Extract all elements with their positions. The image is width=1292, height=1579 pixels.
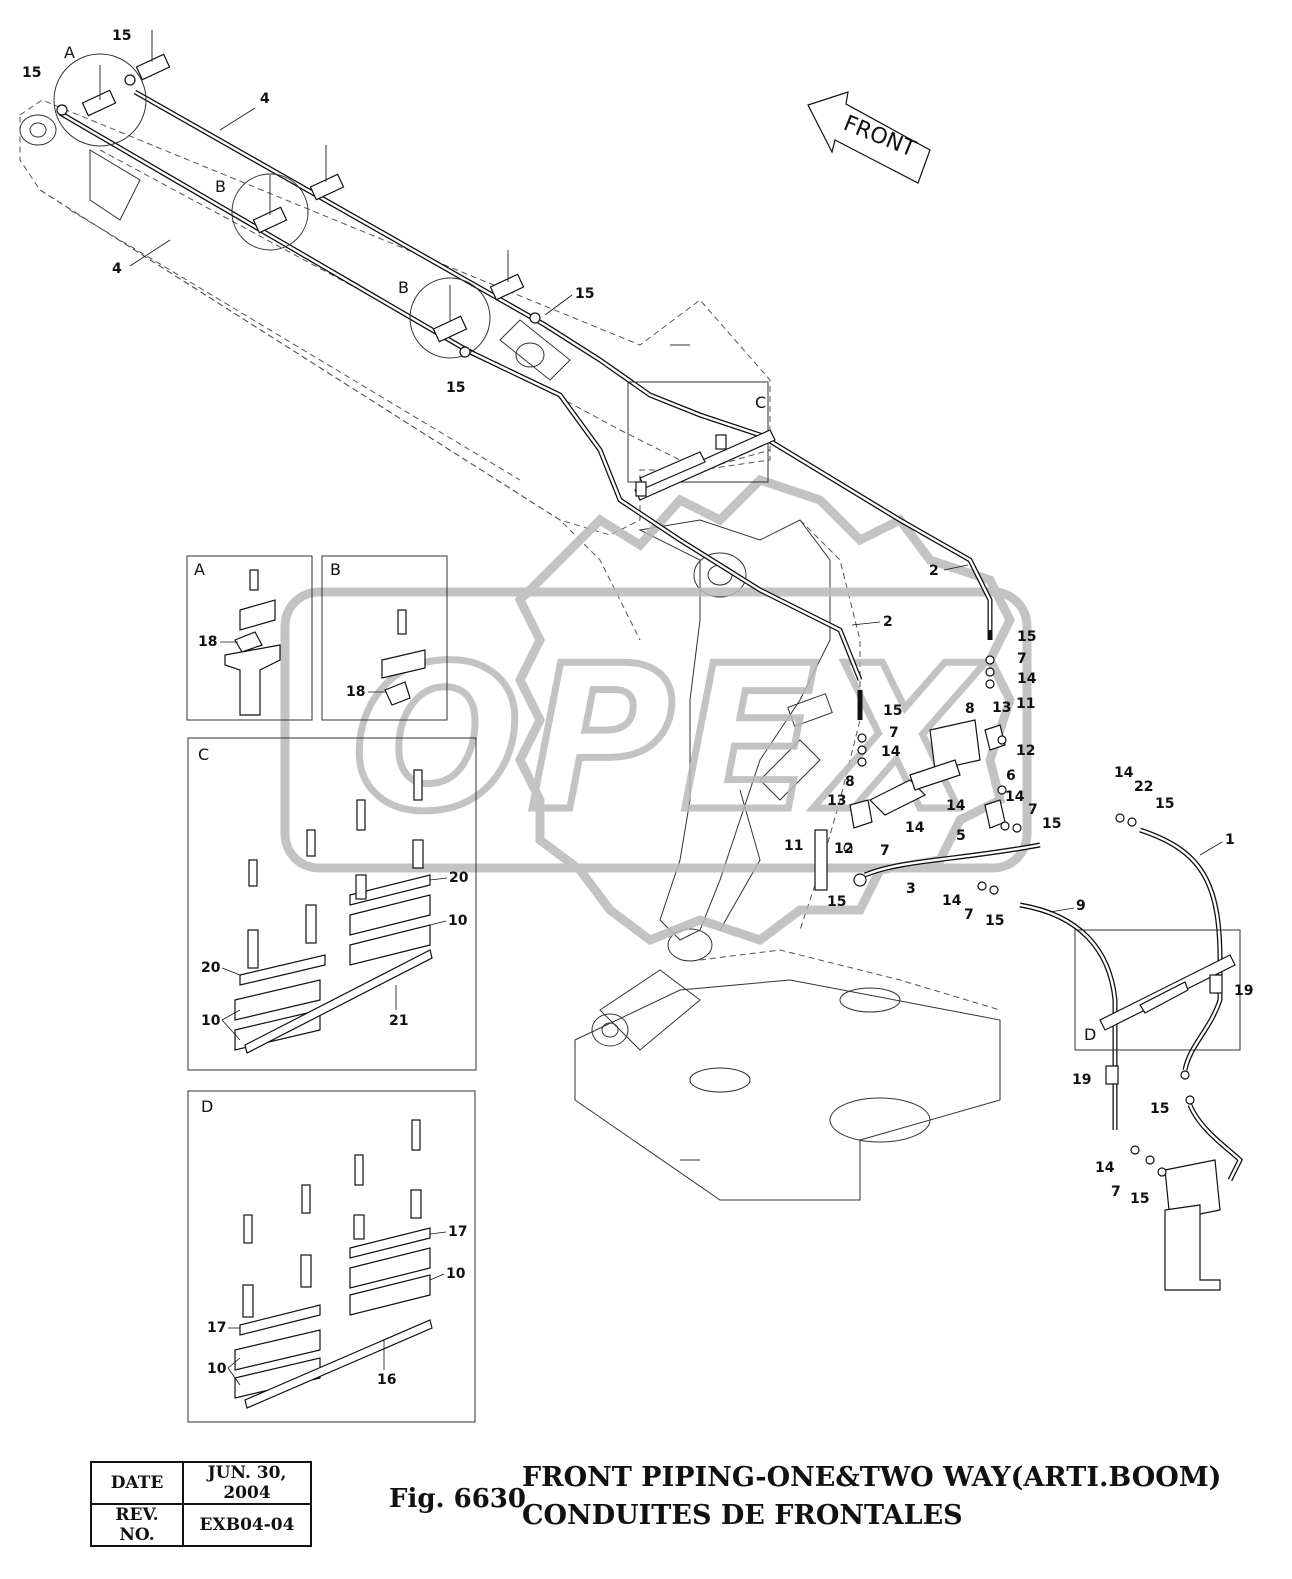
callout-15: 15 [1150,1101,1169,1117]
callout-21: 21 [389,1013,408,1029]
callout-7: 7 [1017,651,1027,667]
watermark-logo: OPEX [280,474,1032,946]
valve-blocks [814,655,1221,1291]
callout-7: 7 [1111,1184,1121,1200]
hoses [857,630,1244,1182]
inset-frames [186,555,477,1423]
watermark-text: OPEX [352,623,986,856]
table-row: REV. NO. EXB04-04 [90,1503,312,1547]
inset-letter-a: A [194,560,205,579]
callout-10: 10 [448,913,468,929]
inset-b-parts [381,609,426,706]
detail-letter: C [755,393,766,412]
inset-a-parts [224,569,281,716]
callouts: 15 15 4 4 15 15 2 2 15 7 14 11 13 8 12 6… [22,28,1253,1388]
callout-13: 13 [992,700,1011,716]
callout-22: 22 [1134,779,1153,795]
callout-15: 15 [1017,629,1036,645]
callout-18: 18 [346,684,365,700]
callout-9: 9 [1076,898,1086,914]
inset-letters: A B C D [194,560,341,1116]
callout-1: 1 [1225,832,1235,848]
callout-14: 14 [1017,671,1037,687]
callout-7: 7 [880,843,890,859]
callout-15: 15 [112,28,131,44]
callout-10: 10 [201,1013,221,1029]
callout-10: 10 [207,1361,227,1377]
callout-15: 15 [883,703,902,719]
callout-12: 12 [834,841,853,857]
callout-14: 14 [905,820,925,836]
inset-c-parts [234,769,433,1054]
callout-19: 19 [1234,983,1253,999]
detail-letter: A [64,43,75,62]
callout-7: 7 [889,725,899,741]
callout-14: 14 [881,744,901,760]
inset-letter-c: C [198,745,209,764]
callout-12: 12 [1016,743,1035,759]
callout-8: 8 [845,774,855,790]
callout-15: 15 [1155,796,1174,812]
date-label: DATE [90,1461,184,1505]
inset-d-parts [234,1119,433,1409]
figure-number: Fig. 6630 [389,1484,526,1514]
callout-15: 15 [575,286,594,302]
detail-letter: B [398,278,409,297]
callout-14: 14 [942,893,962,909]
table-row: DATE JUN. 30, 2004 [90,1461,312,1505]
callout-4: 4 [112,261,122,277]
callout-20: 20 [201,960,221,976]
callout-15: 15 [1042,816,1061,832]
callout-16: 16 [377,1372,396,1388]
callout-17: 17 [448,1224,467,1240]
inset-letter-d: D [201,1097,213,1116]
callout-2: 2 [929,563,939,579]
callout-11: 11 [784,838,803,854]
figure-title: FRONT PIPING-ONE&TWO WAY(ARTI.BOOM) [522,1462,1222,1493]
callout-7: 7 [964,907,974,923]
callout-14: 14 [946,798,966,814]
callout-15: 15 [827,894,846,910]
callout-15: 15 [22,65,41,81]
callout-6: 6 [1006,768,1016,784]
rev-value: EXB04-04 [182,1503,312,1547]
upper-pipes [58,89,993,681]
callout-18: 18 [198,634,217,650]
callout-15: 15 [1130,1191,1149,1207]
detail-letter: B [215,177,226,196]
callout-10: 10 [446,1266,466,1282]
callout-14: 14 [1005,789,1025,805]
callout-17: 17 [207,1320,226,1336]
callout-19: 19 [1072,1072,1091,1088]
front-arrow: FRONT [807,91,931,184]
inset-letter-b: B [330,560,341,579]
revision-table: DATE JUN. 30, 2004 REV. NO. EXB04-04 [90,1461,312,1547]
callout-15: 15 [446,380,465,396]
rev-label: REV. NO. [90,1503,184,1547]
detail-letter: D [1084,1025,1096,1044]
callout-4: 4 [260,91,270,107]
detail-letters: A B B C D [64,43,1096,1044]
callout-5: 5 [956,828,966,844]
callout-14: 14 [1095,1160,1115,1176]
callout-13: 13 [827,793,846,809]
callout-15: 15 [985,913,1004,929]
figure-subtitle: CONDUITES DE FRONTALES [522,1500,963,1531]
boom-outline [19,99,771,641]
boom-clamps [53,30,541,359]
callout-7: 7 [1028,802,1038,818]
date-value: JUN. 30, 2004 [182,1461,312,1505]
callout-14: 14 [1114,765,1134,781]
callout-8: 8 [965,701,975,717]
callout-2: 2 [883,614,893,630]
callout-20: 20 [449,870,469,886]
callout-11: 11 [1016,696,1035,712]
c-bracket [627,381,776,501]
callout-3: 3 [906,881,916,897]
